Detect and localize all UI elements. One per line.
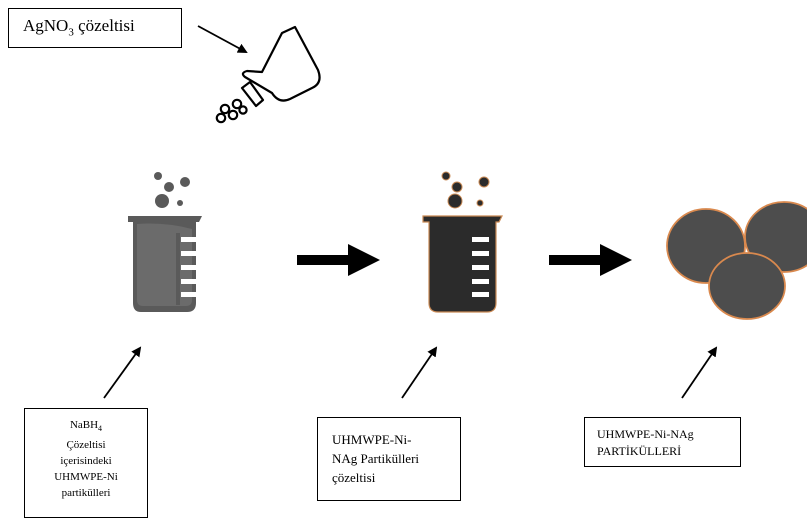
agno3-pointer-arrow	[197, 25, 248, 53]
beaker-icon	[128, 172, 202, 312]
agno3-label-suffix: çözeltisi	[73, 16, 135, 35]
label-line: UHMWPE-Ni	[54, 471, 118, 484]
agno3-label-box: AgNO3 çözeltisi	[8, 8, 182, 48]
label-line: çözeltisi	[332, 470, 376, 485]
label-line: Çözeltisi	[66, 439, 106, 452]
label-line: NAg Partikülleri	[332, 451, 420, 466]
label-text: NaBH	[69, 419, 99, 431]
label-2-pointer-arrow	[401, 346, 438, 399]
label-1-pointer-arrow	[103, 346, 142, 399]
label-line: PARTİKÜLLERİ	[597, 444, 682, 458]
particles-icon	[666, 201, 807, 320]
agno3-label-main: AgNO	[23, 16, 69, 35]
label-3-pointer-arrow	[681, 346, 718, 399]
label-line: UHMWPE-Ni-NAg	[597, 427, 694, 441]
solution-label-box: UHMWPE-Ni- NAg Partikülleri çözeltisi	[317, 417, 461, 501]
label-line: partikülleri	[61, 487, 111, 500]
nabh4-label-box: NaBH4 Çözeltisi içerisindeki UHMWPE-Ni p…	[24, 408, 148, 518]
label-line: NaBH4	[25, 417, 147, 437]
beaker-dark-icon	[422, 171, 503, 313]
particles-label-box: UHMWPE-Ni-NAg PARTİKÜLLERİ	[584, 417, 741, 467]
agno3-label-subscript: 3	[68, 26, 74, 39]
label-subscript: 4	[98, 424, 103, 434]
label-line: UHMWPE-Ni-	[332, 432, 412, 447]
label-line: içerisindeki	[60, 455, 112, 468]
right-arrow-icon	[297, 244, 380, 276]
right-arrow-icon	[549, 244, 632, 276]
flask-icon	[215, 25, 321, 124]
